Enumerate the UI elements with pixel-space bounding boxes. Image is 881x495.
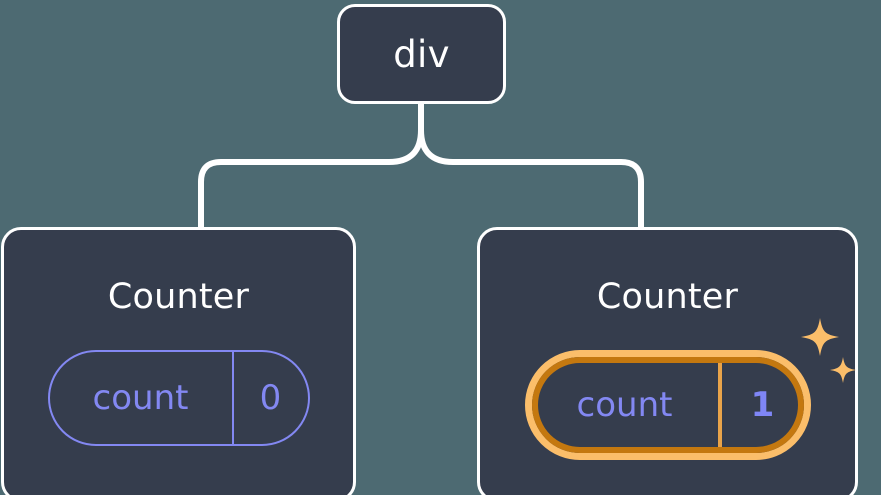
state-value-cell-right: 1 xyxy=(717,357,804,453)
node-counter-right[interactable]: Counter count 1 xyxy=(477,227,858,495)
state-key-cell-right: count xyxy=(532,357,718,453)
edge-root-to-right xyxy=(418,100,644,232)
state-value-label-right: 1 xyxy=(750,385,775,425)
state-key-label-right: count xyxy=(576,385,673,425)
state-pill-count-left[interactable]: count 0 xyxy=(47,350,310,446)
state-key-label-left: count xyxy=(92,378,189,418)
state-key-cell-left: count xyxy=(50,352,232,444)
state-pill-count-right[interactable]: count 1 xyxy=(524,350,811,460)
node-counter-left[interactable]: Counter count 0 xyxy=(1,227,356,495)
node-div[interactable]: div xyxy=(337,4,506,104)
state-value-label-left: 0 xyxy=(259,378,282,418)
state-pill-left-wrap: count 0 xyxy=(4,350,353,446)
edge-root-to-left xyxy=(198,100,424,232)
node-counter-right-label: Counter xyxy=(596,277,739,317)
state-pill-right-wrap: count 1 xyxy=(480,350,855,460)
node-counter-left-label: Counter xyxy=(107,277,250,317)
state-value-cell-left: 0 xyxy=(231,352,308,444)
node-div-label: div xyxy=(393,32,450,76)
